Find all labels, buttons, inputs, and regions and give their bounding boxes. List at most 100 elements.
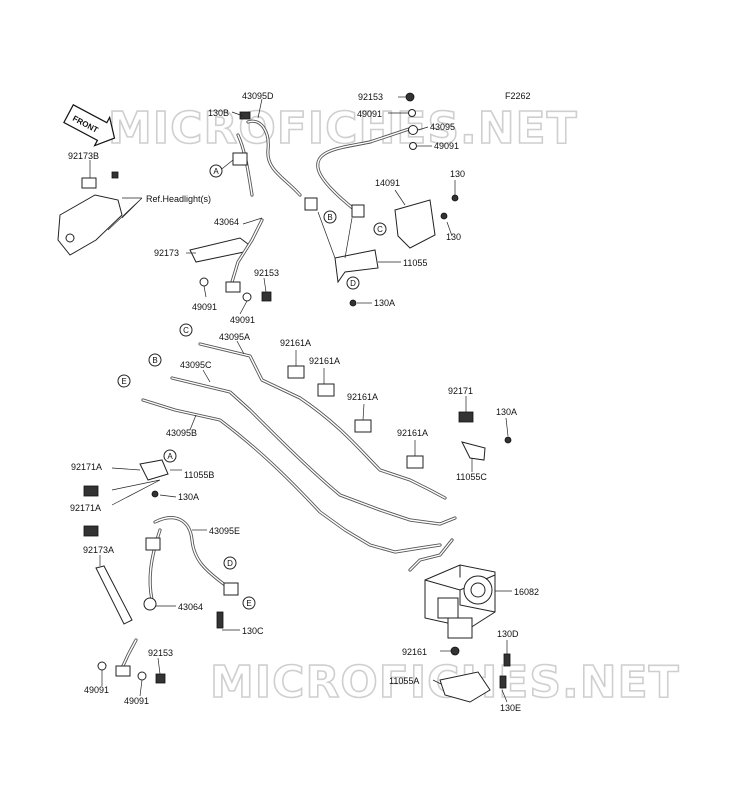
label-49091: 49091 (124, 696, 149, 706)
bolt-icon (499, 675, 507, 689)
label-92173a: 92173A (83, 545, 114, 555)
washer-icon (408, 109, 416, 117)
hose-clamp (145, 537, 161, 551)
bracket-92173a (95, 565, 133, 625)
bolt-icon (111, 171, 119, 179)
svg-text:D: D (227, 559, 233, 568)
label-92161: 92161 (402, 647, 427, 657)
label-92161a: 92161A (309, 356, 340, 366)
grommet-92161a (287, 365, 305, 379)
label-92161a: 92161A (397, 428, 428, 438)
svg-text:A: A (213, 167, 219, 176)
hose-clamp (223, 582, 239, 596)
bracket-11055 (334, 249, 379, 284)
label-130: 130 (450, 169, 465, 179)
label-43095e: 43095E (209, 526, 240, 536)
label-43064: 43064 (214, 217, 239, 227)
label-43095a: 43095A (219, 332, 250, 342)
grommet-92161a (406, 455, 424, 469)
label-130e: 130E (500, 703, 521, 713)
banjo-bolt-icon (408, 125, 418, 135)
clip-92171a (83, 525, 99, 537)
washer-icon (409, 142, 417, 150)
label-92161a: 92161A (347, 392, 378, 402)
grommet-icon (115, 665, 131, 677)
front-arrow-icon: FRONT (63, 104, 116, 147)
svg-text:E: E (246, 599, 251, 608)
callout-c: C (373, 222, 387, 236)
washer-icon (137, 671, 147, 681)
clip-92171 (458, 411, 474, 423)
washer-icon (199, 277, 209, 287)
bolt-icon (151, 490, 159, 498)
label-43095b: 43095B (166, 428, 197, 438)
label-11055c: 11055C (456, 472, 487, 482)
callout-b: B (148, 353, 162, 367)
label-92173b: 92173B (68, 151, 99, 161)
bolt-icon (239, 111, 251, 120)
bolt-icon (261, 291, 272, 302)
callout-d: D (223, 556, 237, 570)
hose-clamp (304, 197, 318, 211)
label-92153: 92153 (358, 92, 383, 102)
washer-icon (242, 292, 252, 302)
clamp-icon (81, 177, 97, 189)
label-14091: 14091 (375, 178, 400, 188)
label-130c: 130C (242, 626, 264, 636)
grommet-icon (143, 597, 157, 611)
nut-icon (405, 92, 415, 102)
svg-text:C: C (377, 225, 383, 234)
label-130: 130 (446, 232, 461, 242)
label-92171a: 92171A (70, 503, 101, 513)
bolt-icon (504, 436, 512, 444)
callout-e: E (242, 596, 256, 610)
callout-a: A (163, 449, 177, 463)
label-130a: 130A (178, 492, 199, 502)
bracket-14091 (394, 199, 436, 249)
label-11055a: 11055A (389, 676, 419, 686)
label-92171a: 92171A (71, 462, 102, 472)
label-49091: 49091 (434, 141, 459, 151)
label-16082: 16082 (514, 587, 539, 597)
svg-text:B: B (327, 213, 332, 222)
svg-text:B: B (152, 356, 157, 365)
label-49091: 49091 (84, 685, 109, 695)
grommet-icon (450, 646, 460, 656)
label-92171: 92171 (448, 386, 473, 396)
bracket-92173b (57, 194, 123, 256)
label-49091: 49091 (230, 315, 255, 325)
svg-text:C: C (183, 326, 189, 335)
label-43095: 43095 (430, 122, 455, 132)
clip-92171a (83, 485, 99, 497)
label-92153: 92153 (254, 268, 279, 278)
bolt-icon (155, 673, 166, 684)
diagram-code: F2262 (505, 91, 531, 101)
bolt-icon (349, 299, 357, 307)
label-92173: 92173 (154, 248, 179, 258)
svg-text:D: D (350, 279, 356, 288)
label-130a: 130A (496, 407, 517, 417)
hose-clamp (351, 204, 365, 218)
washer-icon (97, 661, 107, 671)
bolt-icon (503, 653, 511, 667)
label-130d: 130D (497, 629, 519, 639)
grommet-92161a (354, 419, 372, 433)
callout-b: B (323, 210, 337, 224)
bracket-11055c (461, 441, 486, 461)
svg-text:E: E (121, 377, 126, 386)
hose-clamp (232, 152, 248, 166)
bolt-icon (440, 212, 448, 220)
callout-c: C (179, 323, 193, 337)
bolt-icon (216, 611, 224, 629)
label-49091: 49091 (192, 302, 217, 312)
label-130a: 130A (374, 298, 395, 308)
label-43095c: 43095C (180, 360, 212, 370)
svg-text:A: A (167, 452, 173, 461)
label-11055b: 11055B (184, 470, 214, 480)
bracket-11055b (139, 459, 169, 481)
hole-icon (65, 233, 75, 243)
label-43095d: 43095D (242, 91, 274, 101)
label-92153: 92153 (148, 648, 173, 658)
label-130b: 130B (208, 108, 229, 118)
